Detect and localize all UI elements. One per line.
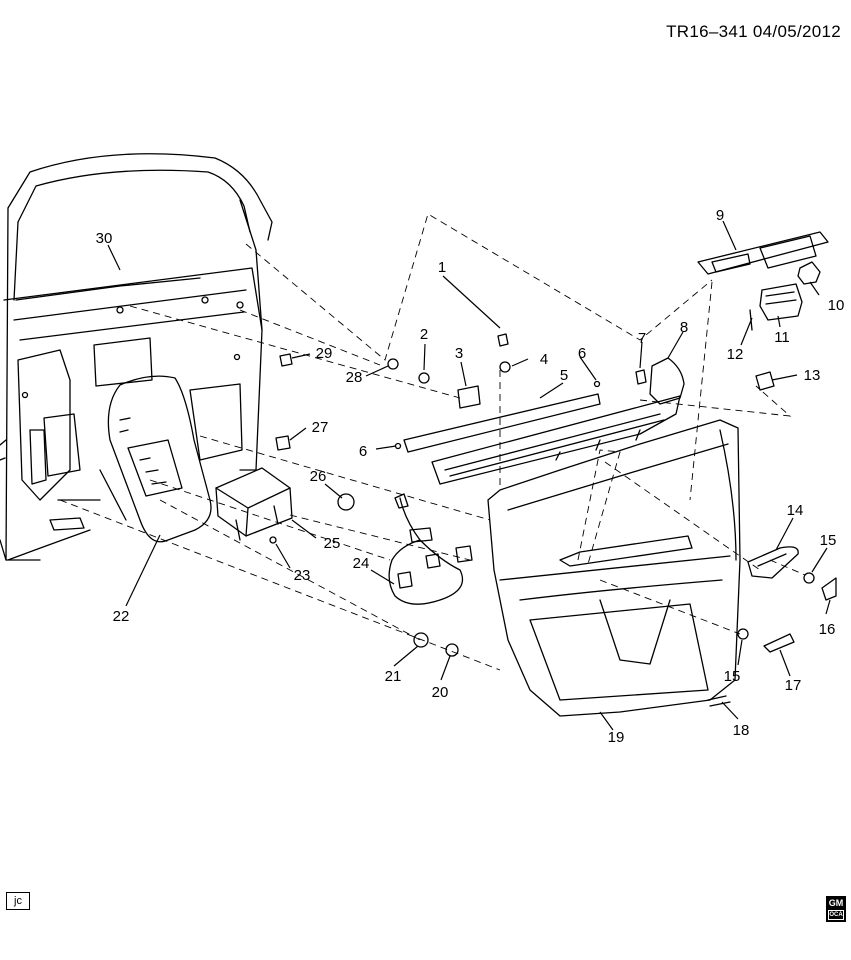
- callout-24: 24: [353, 555, 370, 572]
- callout-1: 1: [438, 259, 446, 276]
- callout-labels: 1 2 3 4 5 6 6 7 8 9 10 11 12 13 14 15 15…: [96, 207, 845, 746]
- callout-20: 20: [432, 684, 449, 701]
- gm-logo-text: GM: [828, 898, 844, 908]
- water-deflector: [107, 375, 212, 543]
- bracket: [649, 357, 685, 405]
- callout-27: 27: [312, 419, 329, 436]
- callout-10: 10: [828, 297, 845, 314]
- callout-26: 26: [310, 468, 327, 485]
- callout-18: 18: [733, 722, 750, 739]
- callout-11: 11: [774, 329, 790, 346]
- callout-22: 22: [113, 608, 130, 625]
- callout-8: 8: [680, 319, 688, 336]
- callout-16: 16: [819, 621, 836, 638]
- callout-28: 28: [346, 369, 363, 386]
- callout-3: 3: [455, 345, 463, 362]
- callout-5: 5: [560, 367, 568, 384]
- callout-21: 21: [385, 668, 402, 685]
- cover-16: [821, 577, 837, 601]
- callout-4: 4: [540, 351, 548, 368]
- callout-19: 19: [608, 729, 625, 746]
- callout-14: 14: [787, 502, 804, 519]
- clip: [755, 371, 775, 391]
- drafter-initials-box: jc: [6, 892, 30, 910]
- door-trim-panel: [487, 419, 741, 717]
- callout-12: 12: [727, 346, 744, 363]
- door-module: [215, 467, 293, 541]
- cover-17: [763, 633, 795, 653]
- callout-30: 30: [96, 230, 113, 247]
- window-switch: [759, 261, 821, 321]
- callout-6b: 6: [359, 443, 367, 460]
- inside-handle: [747, 546, 799, 579]
- callout-7: 7: [638, 330, 646, 347]
- door-frame: [0, 153, 273, 561]
- leader-lines: [107, 220, 831, 731]
- assembly-lines: [59, 213, 806, 671]
- callout-2: 2: [420, 326, 428, 343]
- trim-strip: [403, 393, 681, 485]
- gm-logo-subtext: OCA: [828, 910, 844, 920]
- wiring-harness: [388, 493, 473, 605]
- callout-17: 17: [785, 677, 802, 694]
- callout-23: 23: [294, 567, 311, 584]
- callout-25: 25: [324, 535, 341, 552]
- gm-logo: GM OCA: [826, 896, 846, 922]
- callout-6a: 6: [578, 345, 586, 362]
- callout-29: 29: [316, 345, 333, 362]
- callout-15a: 15: [820, 532, 837, 549]
- callout-13: 13: [804, 367, 821, 384]
- callout-9: 9: [716, 207, 724, 224]
- diagram-reference: TR16–341 04/05/2012: [666, 22, 841, 41]
- callout-15b: 15: [724, 668, 741, 685]
- window-switch-bezel: [697, 231, 829, 275]
